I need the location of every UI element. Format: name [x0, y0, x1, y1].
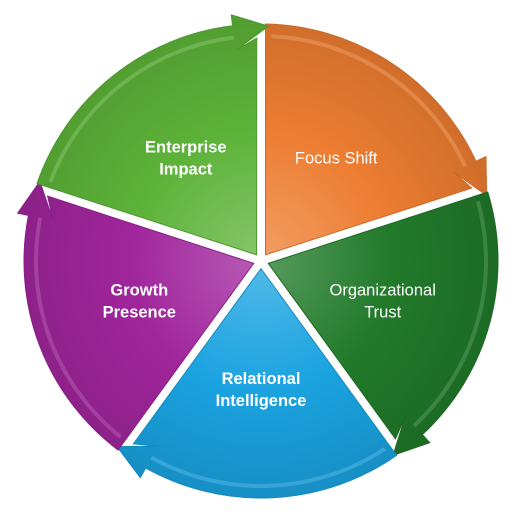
- segment-highlight-relational-intelligence: [150, 447, 387, 488]
- segment-highlight-growth-presence: [34, 217, 122, 439]
- segment-focus-shift: [265, 23, 488, 256]
- label-line: Trust: [364, 304, 401, 322]
- label-line: Presence: [103, 304, 176, 322]
- segment-enterprise-impact: [36, 14, 270, 256]
- label-line: Relational: [222, 370, 301, 388]
- segment-highlight-enterprise-impact: [48, 35, 235, 183]
- label-line: Organizational: [329, 282, 435, 300]
- wheel-segments: [16, 14, 499, 499]
- segment-highlight-focus-shift: [271, 34, 467, 168]
- label-line: Intelligence: [216, 392, 307, 410]
- segment-relational-intelligence: [115, 267, 398, 499]
- segment-organizational-trust: [267, 191, 499, 457]
- label-line: Enterprise: [145, 138, 227, 156]
- segment-growth-presence: [16, 180, 255, 451]
- label-focus-shift: Focus Shift: [295, 149, 378, 167]
- label-line: Growth: [110, 282, 168, 300]
- segment-highlight-organizational-trust: [412, 200, 488, 428]
- label-line: Focus Shift: [295, 149, 378, 167]
- label-line: Impact: [159, 160, 213, 178]
